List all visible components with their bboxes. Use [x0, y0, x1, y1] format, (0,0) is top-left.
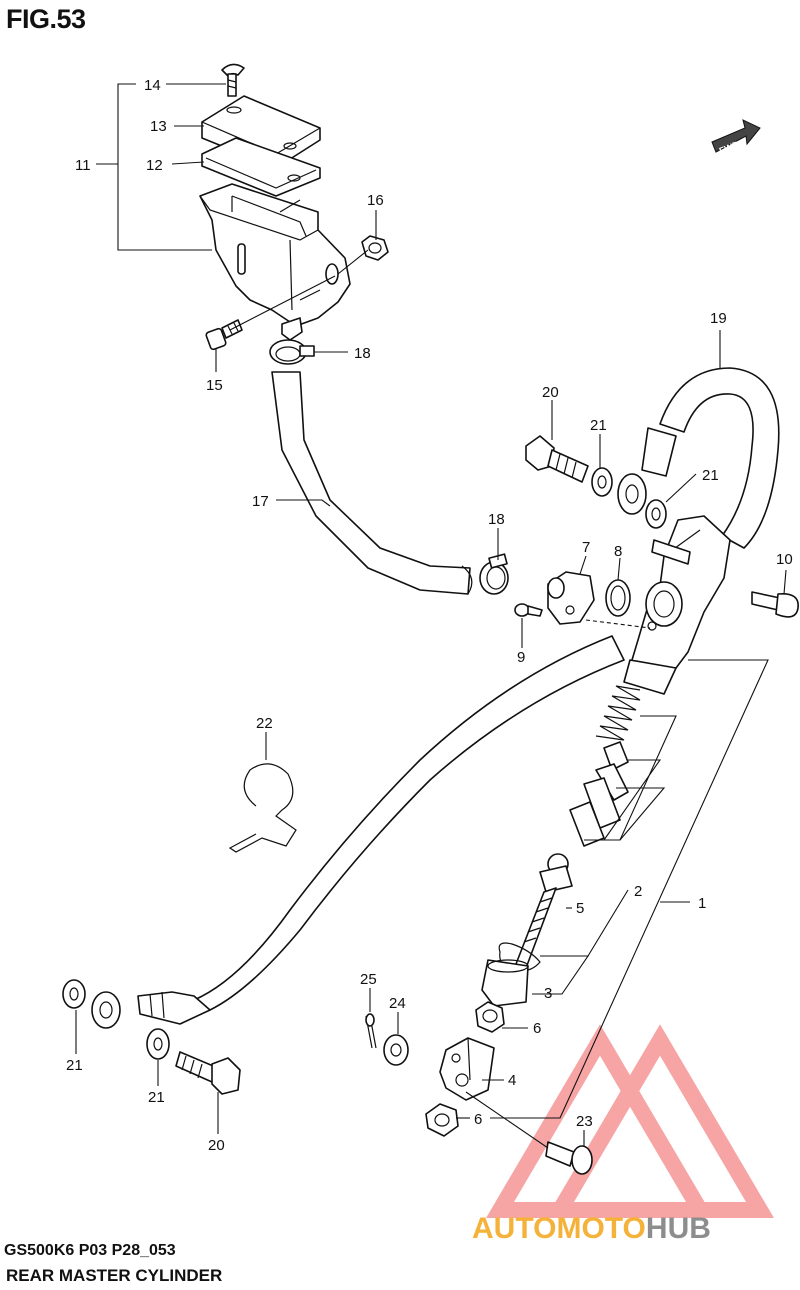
callout-3: 3 [544, 985, 552, 1002]
callout-12: 12 [146, 157, 163, 174]
reservoir-body-11 [199, 183, 351, 327]
callout-22: 22 [256, 715, 273, 732]
lower-brake-hose [91, 635, 625, 1029]
callout-6-lower: 6 [474, 1111, 482, 1128]
callout-7: 7 [582, 539, 590, 556]
diagram-code: GS500K6 P03 P28_053 [4, 1242, 176, 1259]
callout-9: 9 [517, 649, 525, 666]
callout-17: 17 [252, 493, 269, 510]
bolt-15 [205, 319, 243, 351]
callout-18-upper: 18 [354, 345, 371, 362]
nut-6-upper [475, 1001, 505, 1033]
callout-6-upper: 6 [533, 1020, 541, 1037]
callout-13: 13 [150, 118, 167, 135]
callout-4: 4 [508, 1072, 516, 1089]
o-ring-8 [605, 579, 631, 617]
washer-21-upper-a [591, 467, 613, 497]
callout-10: 10 [776, 551, 793, 568]
callout-labels: 1 2 3 4 5 6 6 7 8 9 10 11 12 13 14 15 16… [66, 77, 793, 1154]
diagram-caption: REAR MASTER CYLINDER [6, 1266, 223, 1285]
primary-cup [603, 741, 629, 771]
nut-16 [361, 235, 389, 261]
screw-9 [514, 603, 543, 617]
callout-11: 11 [75, 157, 91, 174]
callout-15: 15 [206, 377, 223, 394]
push-rod-5 [515, 853, 573, 969]
nut-6-lower [425, 1103, 459, 1137]
callout-23: 23 [576, 1113, 593, 1130]
figure-title: FIG.53 [6, 4, 86, 34]
reservoir-screw-14 [221, 63, 245, 97]
cotter-pin-25 [365, 1013, 377, 1049]
bolt-10 [751, 591, 799, 618]
callout-8: 8 [614, 543, 622, 560]
callout-14: 14 [144, 77, 161, 94]
callout-25: 25 [360, 971, 377, 988]
callout-16: 16 [367, 192, 384, 209]
fwd-direction-badge: FWD [711, 119, 761, 156]
watermark-text-automoto: AUTOMOTO [472, 1212, 646, 1245]
callout-21-upper-b: 21 [702, 467, 719, 484]
callout-19: 19 [710, 310, 727, 327]
clevis-4 [439, 1037, 495, 1101]
brake-hose-19 [617, 367, 780, 549]
connector-7 [547, 571, 595, 625]
hose-clamp-18-lower [479, 553, 509, 595]
washer-21-upper-b [645, 499, 667, 529]
callout-2: 2 [634, 883, 642, 900]
leader-lines [75, 83, 787, 1146]
callout-24: 24 [389, 995, 406, 1012]
piston [569, 763, 629, 847]
spring [595, 685, 641, 741]
callout-21-upper-a: 21 [590, 417, 607, 434]
hose-fitting [281, 317, 303, 341]
washer-21-lower-b [146, 1028, 170, 1060]
diaphragm-plate-12 [201, 137, 321, 197]
master-cylinder-body [623, 515, 731, 695]
callout-18-lower: 18 [488, 511, 505, 528]
callout-5: 5 [576, 900, 584, 917]
watermark-text: AUTOMOTOHUB [472, 1212, 711, 1245]
banjo-bolt-20-lower [175, 1051, 241, 1095]
watermark-text-hub: HUB [646, 1212, 711, 1245]
watermark-logo [486, 1024, 774, 1218]
banjo-bolt-20-upper [525, 435, 589, 483]
hose-clamp-18-upper [269, 339, 315, 365]
reservoir-hose-17 [271, 371, 473, 595]
callout-1: 1 [698, 895, 706, 912]
clevis-pin-23 [545, 1141, 593, 1175]
washer-24 [383, 1034, 409, 1066]
washer-21-lower-a [62, 979, 86, 1009]
callout-21-lower-a: 21 [66, 1057, 83, 1074]
callout-20-upper: 20 [542, 384, 559, 401]
hose-clip-22 [228, 763, 297, 853]
callout-20-lower: 20 [208, 1137, 225, 1154]
boot-3 [481, 959, 529, 1007]
callout-21-lower-b: 21 [148, 1089, 165, 1106]
